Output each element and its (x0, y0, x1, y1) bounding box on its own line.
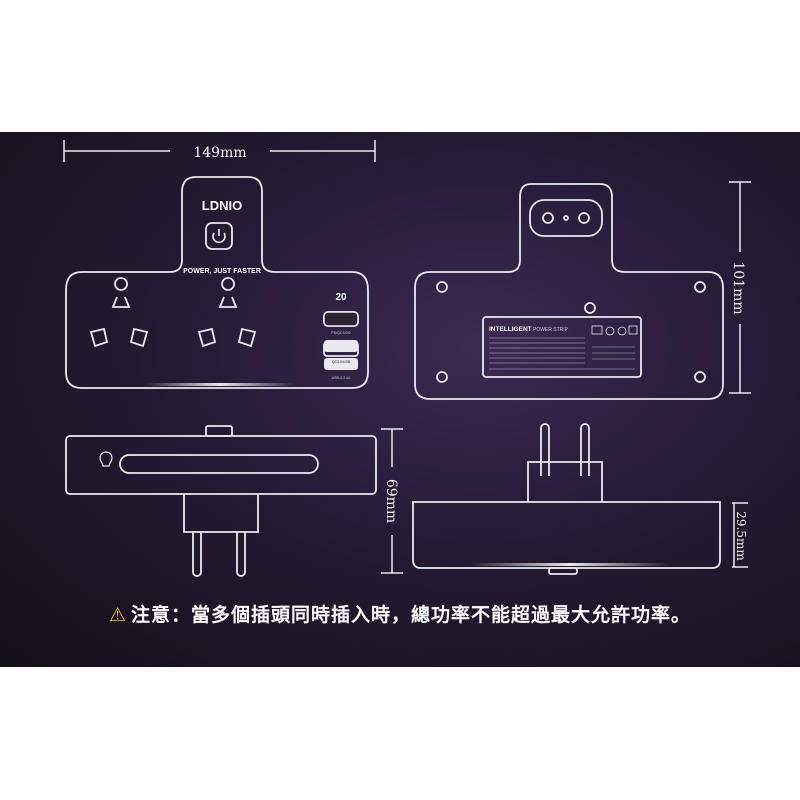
power-button-outline (205, 222, 233, 250)
usb-badge: 20 (335, 292, 347, 303)
top-view-plug-base (183, 494, 259, 533)
spec-label-fine-print (489, 337, 635, 370)
depth-dimension (381, 428, 403, 574)
spec-label-title: INTELLIGENT (489, 326, 532, 333)
screw-top-left (436, 281, 448, 293)
side-view (412, 423, 721, 575)
warning-note: ⚠注意：當多個插頭同時插入時，總功率不能超過最大允許功率。 (0, 600, 800, 627)
slogan-text: POWER, JUST FASTER (183, 268, 261, 275)
socket-2-pin-right (237, 327, 257, 348)
screw-bottom-left (436, 371, 448, 383)
depth-label: 69mm (383, 479, 399, 523)
side-view-pin-left (540, 423, 550, 476)
socket-1-earth-icon (111, 277, 131, 308)
eu-socket-center (563, 215, 569, 221)
usb-label-3: USB-A 2.4A (332, 376, 351, 380)
top-view-button (205, 425, 233, 437)
brand-logo-text: LDNIO (202, 198, 242, 213)
screw-center (584, 302, 596, 314)
back-housing-outline (414, 183, 724, 400)
thickness-label: 29.5mm (734, 511, 748, 561)
top-view-body (65, 435, 377, 495)
spec-label-outline (482, 316, 642, 378)
eu-socket-hole-right (578, 212, 590, 224)
side-view-pin-right (580, 423, 590, 476)
top-view-pin-left (192, 532, 202, 577)
power-icon (212, 232, 226, 244)
side-view-plug-base (527, 461, 603, 502)
socket-1-pin-left (89, 327, 109, 348)
thickness-dimension (732, 502, 748, 568)
screw-bottom-right (694, 371, 706, 383)
front-light-strip (145, 383, 295, 386)
spec-label-subtitle: POWER STRIP (533, 327, 569, 333)
front-housing-outline (65, 176, 369, 389)
top-view (65, 425, 377, 577)
socket-1-pin-right (129, 327, 149, 348)
product-diagram: 149mm LDNIO POWER, JUST FASTER 20 PD/QC3… (63, 140, 751, 577)
eu-socket-outline (529, 199, 603, 237)
certification-icons (591, 325, 638, 336)
width-label: 149mm (193, 145, 246, 161)
height-dimension (729, 181, 751, 394)
top-view-light-bar (119, 454, 319, 474)
warning-triangle-icon: ⚠ (108, 604, 128, 626)
socket-2-pin-left (197, 327, 217, 348)
eu-socket-hole-left (542, 212, 554, 224)
usb-label-2: QC3.0/USB (332, 360, 351, 364)
warning-text: 注意：當多個插頭同時插入時，總功率不能超過最大允許功率。 (131, 604, 692, 626)
top-view-pin-right (236, 532, 246, 577)
bulb-icon (99, 451, 113, 467)
side-view-button (548, 567, 578, 575)
side-light-strip (470, 563, 670, 566)
screw-top-right (694, 281, 706, 293)
socket-2-earth-icon (218, 277, 238, 308)
width-dimension (63, 140, 376, 162)
back-view (414, 183, 724, 400)
height-label: 101mm (730, 261, 746, 314)
diagram-panel: 149mm LDNIO POWER, JUST FASTER 20 PD/QC3… (0, 132, 800, 667)
side-view-body (412, 501, 721, 569)
usb-label-1: PD/QC3.0W (331, 331, 351, 335)
